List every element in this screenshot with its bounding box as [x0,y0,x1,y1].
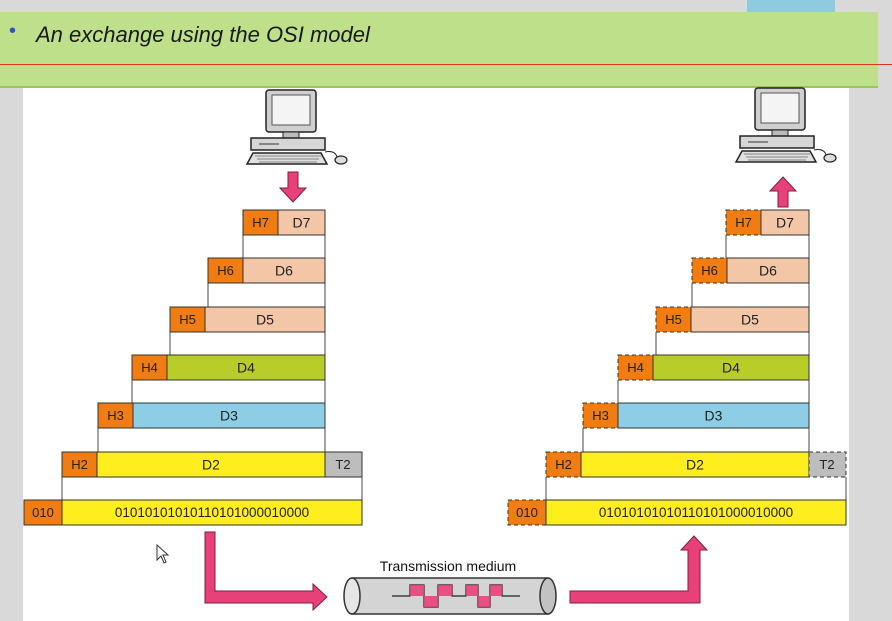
sender-data-D6 [242,257,326,284]
sender-data-label: D4 [237,360,255,376]
monitor-screen [271,94,311,126]
sender-bits-prefix [23,499,63,526]
sender-header-label: H2 [71,457,88,472]
mouse-cable [324,151,338,158]
signal-pulse [466,585,478,596]
receiver-data-D4 [652,354,810,381]
sender-trailer-label: T2 [335,457,350,472]
receiver-data-D7 [760,209,810,236]
system-unit [739,135,815,149]
signal-pulse [424,596,438,607]
mouse-cable [813,149,827,156]
sender-trailer-T2 [324,451,363,478]
sender-data-D7 [277,209,326,236]
mouse-cursor-icon [156,543,170,569]
receiver-data-D2 [580,451,810,478]
receiver-data-label: D3 [705,408,723,424]
receiver-header-H3 [582,402,619,429]
sender-data-D4 [166,354,326,381]
up-arrow-icon [768,176,798,208]
signal-pulse [438,585,452,596]
receiver-header-label: H5 [665,312,682,327]
sender-header-H2 [61,451,98,478]
receiver-computer-icon [734,87,837,163]
receiver-trailer-T2 [808,451,847,478]
sender-data-label: D7 [293,215,311,231]
receiver-header-label: H2 [555,457,572,472]
receiver-header-H6 [691,257,728,284]
sender-data-label: D2 [202,457,220,473]
receiver-bitstream [545,499,847,526]
signal-pulse [410,585,424,596]
sender-header-H6 [207,257,244,284]
monitor-screen [760,92,800,124]
receiver-bitstream-label: 01010101010110101000010000 [599,505,793,520]
sender-header-H3 [97,402,134,429]
sender-data-D5 [204,306,326,333]
receiver-header-H5 [655,306,692,333]
down-arrow-icon [278,171,308,203]
sender-data-label: D6 [275,263,293,279]
monitor-stand [282,131,300,139]
title-rule [0,64,892,65]
receiver-data-label: D7 [776,215,794,231]
receiver-header-H7 [725,209,762,236]
system-unit [250,137,326,151]
monitor-stand [771,129,789,137]
sender-header-label: H6 [217,263,234,278]
sender-computer-icon [245,89,348,165]
sender-data-D2 [96,451,326,478]
mouse-icon [823,153,837,163]
receiver-data-label: D5 [741,312,759,328]
sender-data-label: D3 [220,408,238,424]
flow-arrow-from-medium [569,535,709,604]
receiver-header-label: H7 [735,215,752,230]
sender-bitstream [61,499,363,526]
sender-header-label: H4 [141,360,158,375]
receiver-data-D6 [726,257,810,284]
receiver-data-label: D6 [759,263,777,279]
title-bar: • An exchange using the OSI model [0,12,892,88]
sender-header-label: H3 [107,408,124,423]
receiver-data-D5 [690,306,810,333]
sender-data-label: D5 [256,312,274,328]
sender-header-H5 [169,306,206,333]
receiver-header-H2 [545,451,582,478]
sender-header-label: H5 [179,312,196,327]
flow-arrow-to-medium [204,531,328,612]
medium-label: Transmission medium [380,558,516,574]
signal-pulse [478,596,490,607]
pipe-start [343,577,361,615]
receiver-data-label: D4 [722,360,740,376]
receiver-header-label: H6 [701,263,718,278]
sender-data-D3 [132,402,326,429]
corner-decoration [747,0,835,14]
receiver-header-label: H4 [627,360,644,375]
receiver-bits-prefix-label: 010 [516,505,538,520]
pipe-end [539,577,557,615]
slide-title: An exchange using the OSI model [36,22,370,47]
receiver-data-D3 [617,402,810,429]
bullet-marker: • [9,20,17,42]
sender-header-label: H7 [252,215,269,230]
receiver-header-label: H3 [592,408,609,423]
receiver-trailer-label: T2 [819,457,834,472]
mouse-icon [334,155,348,165]
signal-pulse [490,585,502,596]
sender-bitstream-label: 01010101010110101000010000 [115,505,309,520]
receiver-header-H4 [617,354,654,381]
receiver-data-label: D2 [686,457,704,473]
transmission-medium-pipe [343,577,557,615]
sender-bits-prefix-label: 010 [32,505,54,520]
